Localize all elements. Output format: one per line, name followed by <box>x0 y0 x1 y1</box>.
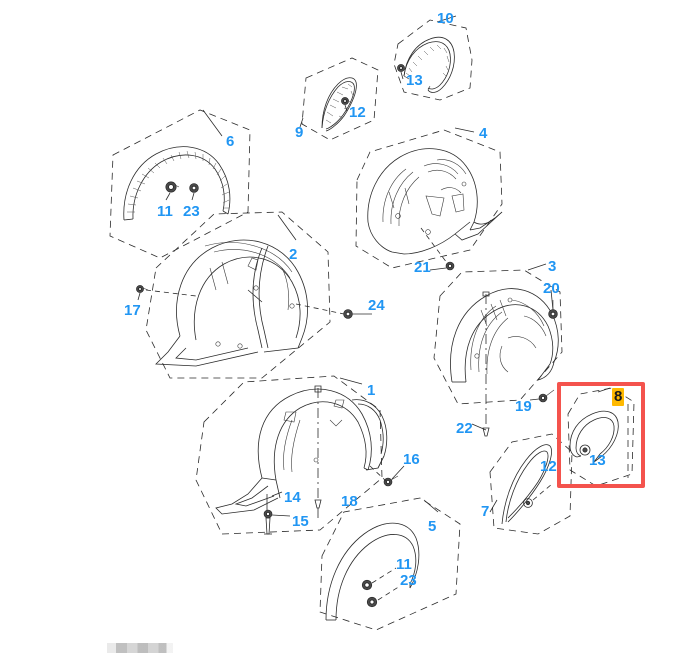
callout-23-top[interactable]: 23 <box>183 203 200 220</box>
callout-13-top[interactable]: 13 <box>406 72 423 89</box>
callout-22[interactable]: 22 <box>456 420 473 437</box>
part-group-2[interactable] <box>136 211 372 379</box>
part-group-4[interactable] <box>355 127 503 271</box>
part-group-1[interactable] <box>195 375 405 535</box>
callout-4[interactable]: 4 <box>479 125 488 142</box>
callout-23-bottom[interactable]: 23 <box>400 572 417 589</box>
callout-18[interactable]: 18 <box>341 493 358 510</box>
callout-8-highlighted[interactable]: 8 <box>612 388 625 406</box>
callout-5[interactable]: 5 <box>428 518 437 535</box>
callout-12-bottom[interactable]: 12 <box>540 458 557 475</box>
callout-7[interactable]: 7 <box>481 503 490 520</box>
part-group-5[interactable] <box>319 497 461 631</box>
part-group-3[interactable] <box>433 263 563 437</box>
callout-20[interactable]: 20 <box>543 280 560 297</box>
callout-13-bottom[interactable]: 13 <box>589 452 606 469</box>
callout-17[interactable]: 17 <box>124 302 141 319</box>
callout-1[interactable]: 1 <box>367 382 376 399</box>
part-group-7[interactable] <box>489 433 573 535</box>
part-group-8[interactable] <box>567 387 635 487</box>
callout-24[interactable]: 24 <box>368 297 385 314</box>
part-group-9[interactable] <box>299 57 379 141</box>
part-group-6[interactable] <box>109 109 251 259</box>
callout-21[interactable]: 21 <box>414 259 431 276</box>
callout-2[interactable]: 2 <box>289 246 298 263</box>
callout-12-top[interactable]: 12 <box>349 104 366 121</box>
callout-6[interactable]: 6 <box>226 133 235 150</box>
callout-11-bottom[interactable]: 11 <box>396 556 412 573</box>
callout-10[interactable]: 10 <box>437 10 454 27</box>
callout-9[interactable]: 9 <box>295 124 304 141</box>
callout-19[interactable]: 19 <box>515 398 532 415</box>
callout-14[interactable]: 14 <box>284 489 301 506</box>
callout-3[interactable]: 3 <box>548 258 557 275</box>
callout-11-top[interactable]: 11 <box>157 203 173 220</box>
callout-15[interactable]: 15 <box>292 513 309 530</box>
callout-16[interactable]: 16 <box>403 451 420 468</box>
redacted-watermark <box>107 643 173 653</box>
part-group-10[interactable] <box>393 15 473 101</box>
